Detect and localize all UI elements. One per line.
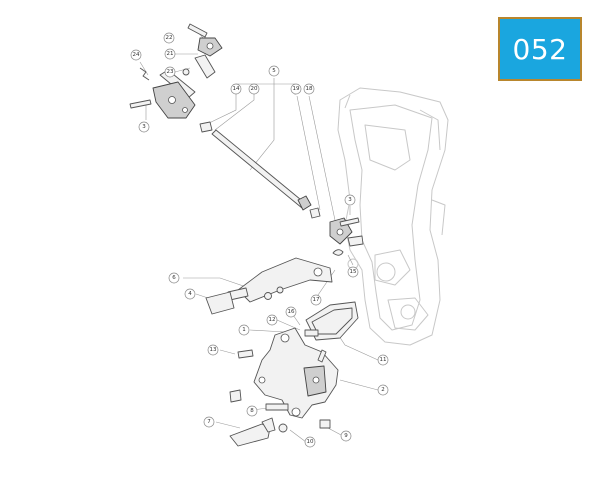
callout-15: 15 (347, 266, 359, 278)
callout-8: 8 (246, 405, 258, 417)
callout-22: 22 (163, 32, 175, 44)
callout-3a: 3 (138, 121, 150, 133)
callout-5-text: 5 (272, 68, 276, 74)
callout-19-text: 19 (293, 86, 300, 92)
callout-2-text: 2 (381, 387, 385, 393)
callout-labels: 22 21 24 23 3 5 14 20 19 18 3 15 6 4 17 … (130, 32, 389, 448)
callout-13: 13 (207, 344, 219, 356)
callout-6-text: 6 (172, 275, 176, 281)
callout-3b: 3 (344, 194, 356, 206)
callout-13-text: 13 (210, 347, 217, 353)
callout-17: 17 (310, 294, 322, 306)
callout-8-text: 8 (250, 408, 254, 414)
callout-15-text: 15 (350, 269, 357, 275)
callout-24-text: 24 (133, 52, 140, 58)
callout-9: 9 (340, 430, 352, 442)
callout-12-text: 12 (269, 317, 276, 323)
callout-16: 16 (285, 306, 297, 318)
callout-21: 21 (164, 48, 176, 60)
shift-linkage-upper (129, 23, 223, 133)
callout-5: 5 (268, 65, 280, 77)
callout-3a-text: 3 (142, 124, 146, 130)
callout-1: 1 (238, 324, 250, 336)
callout-16-text: 16 (288, 309, 295, 315)
brake-pedal-heel-plate (305, 301, 359, 341)
motorcycle-frame-outline (337, 87, 449, 346)
callout-7-text: 7 (207, 419, 211, 425)
callout-21-text: 21 (167, 51, 174, 57)
footpeg-bracket (253, 327, 339, 419)
callout-6: 6 (168, 272, 180, 284)
callout-2: 2 (377, 384, 389, 396)
callout-18: 18 (303, 83, 315, 95)
rod-end-joint (329, 217, 364, 256)
callout-1-text: 1 (242, 327, 246, 333)
callout-12: 12 (266, 314, 278, 326)
callout-11: 11 (377, 354, 389, 366)
callout-7: 7 (203, 416, 215, 428)
callout-4: 4 (184, 288, 196, 300)
callout-10-text: 10 (307, 439, 314, 445)
callout-9-text: 9 (344, 433, 348, 439)
shift-rod (211, 129, 321, 219)
callout-4-text: 4 (188, 291, 192, 297)
footpeg (229, 417, 276, 447)
callout-19: 19 (290, 83, 302, 95)
callout-24: 24 (130, 49, 142, 61)
callout-14-text: 14 (233, 86, 240, 92)
callout-20: 20 (248, 83, 260, 95)
callout-14: 14 (230, 83, 242, 95)
callout-22-text: 22 (166, 35, 173, 41)
page-number-badge: 052 (498, 17, 582, 81)
bolts-and-fasteners (229, 329, 331, 433)
callout-23: 23 (164, 66, 176, 78)
shift-lever (205, 257, 333, 315)
callout-23-text: 23 (167, 69, 174, 75)
callout-11-text: 11 (380, 357, 387, 363)
callout-17-text: 17 (313, 297, 320, 303)
callout-18-text: 18 (306, 86, 313, 92)
callout-20-text: 20 (251, 86, 258, 92)
callout-10: 10 (304, 436, 316, 448)
callout-3b-text: 3 (348, 197, 352, 203)
